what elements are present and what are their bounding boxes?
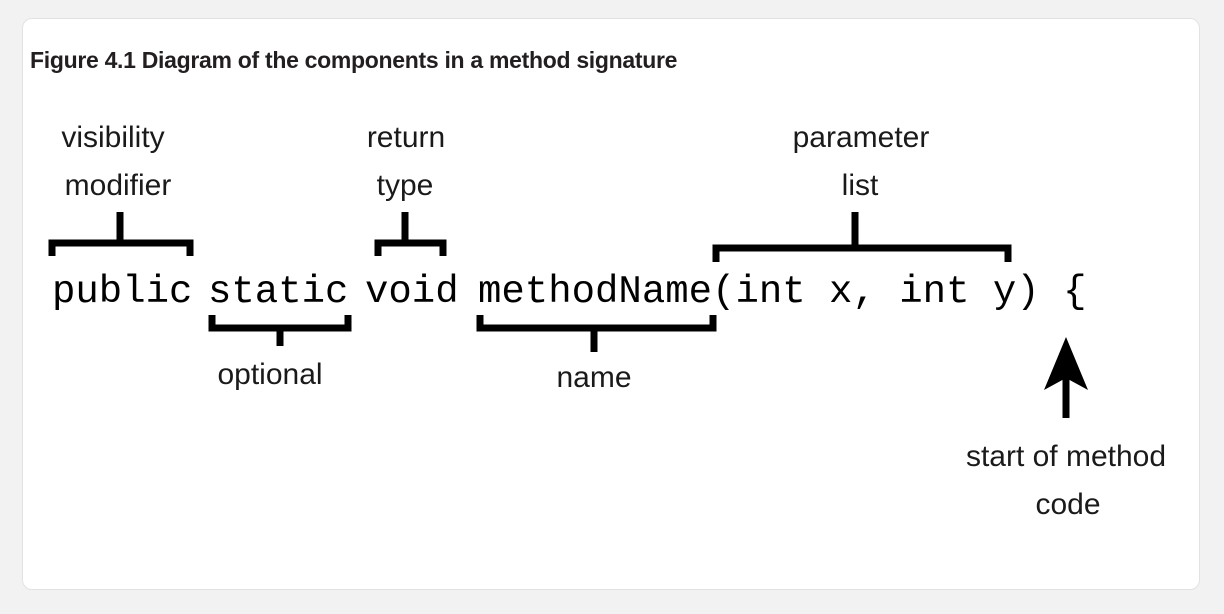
label-modifier: modifier [65, 169, 172, 202]
code-token-static: static [208, 270, 348, 314]
page-title: Figure 4.1 Diagram of the components in … [30, 47, 678, 73]
optional-bracket [208, 315, 352, 332]
label-start-of-method: start of method [966, 440, 1166, 473]
start-of-method-arrow-head [1044, 337, 1088, 390]
label-name: name [556, 361, 631, 394]
code-token-name-and-params: methodName(int x, int y) { [478, 270, 1087, 314]
label-visibility: visibility [61, 121, 164, 154]
label-parameter: parameter [793, 121, 930, 154]
label-type: type [377, 169, 434, 202]
label-return: return [367, 121, 445, 154]
label-list: list [842, 169, 879, 202]
label-code: code [1035, 488, 1100, 521]
code-token-public: public [52, 270, 192, 314]
visibility-modifier-bracket [48, 239, 194, 256]
parameter-list-bracket [712, 244, 1012, 262]
name-bracket [476, 315, 717, 332]
code-token-void: void [365, 270, 459, 314]
label-optional: optional [217, 358, 322, 391]
figure-card [22, 18, 1200, 590]
return-type-bracket [374, 239, 447, 256]
